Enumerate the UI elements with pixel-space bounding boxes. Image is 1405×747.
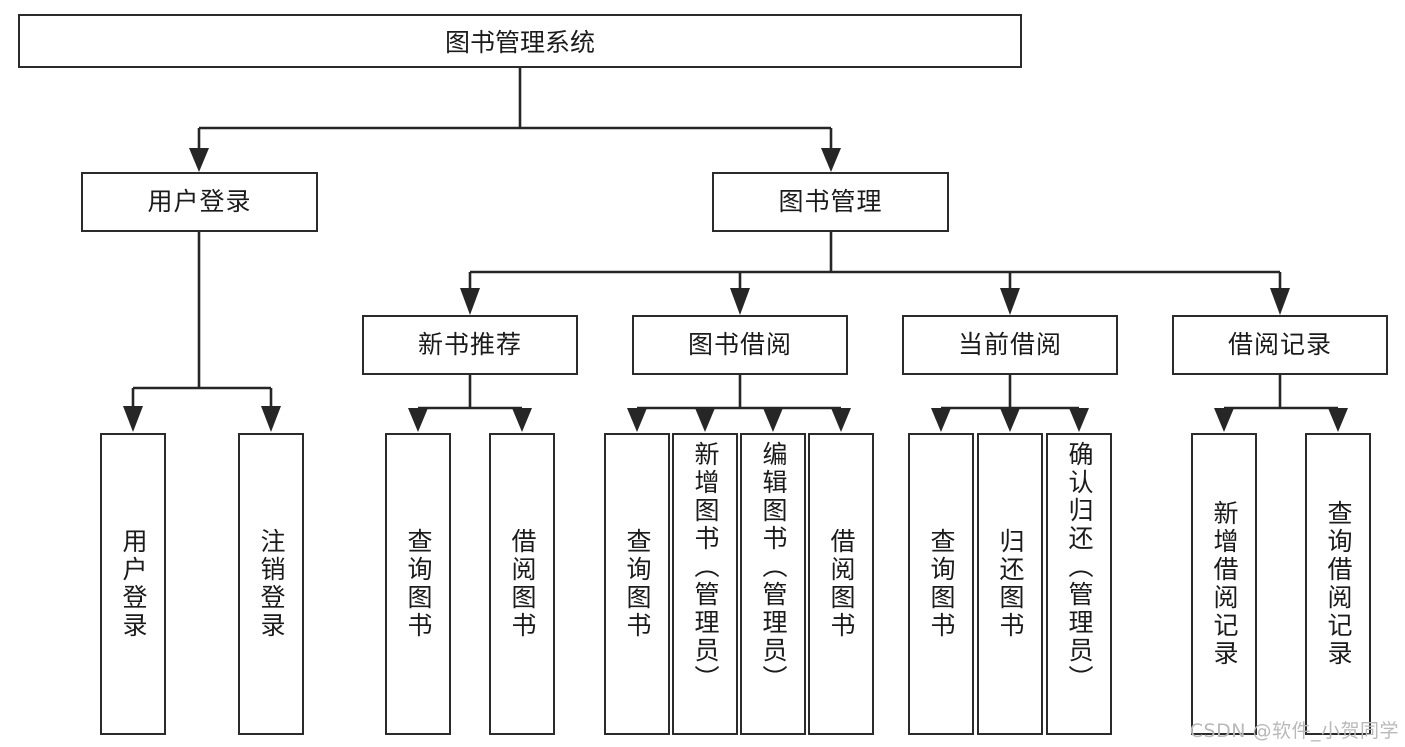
node-label: 图书借阅: [687, 330, 792, 360]
csdn-watermark: CSDN @软件_小贺同学: [1189, 720, 1399, 742]
node-current-borrow[interactable]: 当前借阅: [902, 315, 1118, 375]
node-label: 查询借阅记录: [1324, 500, 1353, 668]
node-label: 借阅图书: [827, 528, 856, 640]
leaf-current-borrow-query-book[interactable]: 查询图书: [908, 433, 974, 735]
leaf-current-borrow-confirm-return-admin[interactable]: 确认归还（管理员）: [1046, 433, 1112, 735]
node-root-book-management-system[interactable]: 图书管理系统: [18, 14, 1022, 68]
node-label: 编辑图书（管理员）: [759, 441, 788, 693]
leaf-user-login-logout[interactable]: 注销登录: [238, 433, 304, 735]
node-label: 确认归还（管理员）: [1065, 441, 1094, 693]
node-label: 查询图书: [927, 528, 956, 640]
node-label: 新增借阅记录: [1210, 500, 1239, 668]
node-label: 新增图书（管理员）: [691, 441, 720, 693]
node-borrow-records[interactable]: 借阅记录: [1172, 315, 1388, 375]
node-label: 图书管理系统: [444, 28, 595, 57]
leaf-new-book-borrow-book[interactable]: 借阅图书: [489, 433, 555, 735]
node-user-login[interactable]: 用户登录: [81, 172, 318, 232]
leaf-current-borrow-return-book[interactable]: 归还图书: [977, 433, 1043, 735]
node-label: 借阅记录: [1227, 330, 1332, 360]
node-label: 新书推荐: [417, 330, 522, 360]
node-book-borrow[interactable]: 图书借阅: [632, 315, 848, 375]
leaf-book-borrow-add-book-admin[interactable]: 新增图书（管理员）: [672, 433, 738, 735]
leaf-borrow-records-query-record[interactable]: 查询借阅记录: [1305, 433, 1371, 735]
node-label: 当前借阅: [957, 330, 1062, 360]
node-label: 查询图书: [623, 528, 652, 640]
node-label: 注销登录: [257, 528, 286, 640]
node-book-management[interactable]: 图书管理: [712, 172, 949, 232]
node-label: 用户登录: [119, 528, 148, 640]
node-label: 查询图书: [404, 528, 433, 640]
leaf-book-borrow-edit-book-admin[interactable]: 编辑图书（管理员）: [740, 433, 806, 735]
leaf-book-borrow-borrow-book[interactable]: 借阅图书: [808, 433, 874, 735]
node-label: 用户登录: [147, 187, 252, 217]
node-label: 借阅图书: [508, 528, 537, 640]
leaf-user-login-login[interactable]: 用户登录: [100, 433, 166, 735]
leaf-borrow-records-add-record[interactable]: 新增借阅记录: [1191, 433, 1257, 735]
leaf-new-book-query-book[interactable]: 查询图书: [385, 433, 451, 735]
node-new-book-recommend[interactable]: 新书推荐: [362, 315, 578, 375]
node-label: 图书管理: [778, 187, 883, 217]
node-label: 归还图书: [996, 528, 1025, 640]
leaf-book-borrow-query-book[interactable]: 查询图书: [604, 433, 670, 735]
